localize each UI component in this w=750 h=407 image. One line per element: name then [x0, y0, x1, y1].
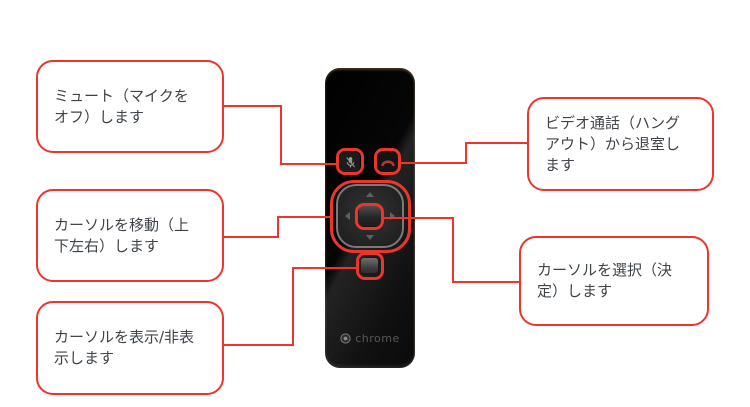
connector-toggle-v — [292, 267, 294, 346]
connector-toggle-h2 — [292, 267, 358, 269]
connector-select-h1 — [384, 217, 454, 219]
dpad-up-arrow-icon — [366, 192, 374, 197]
connector-leave-h2 — [465, 142, 528, 144]
connector-select-v — [452, 217, 454, 283]
callout-toggle-cursor: カーソルを表示/非表 示します — [36, 301, 224, 395]
phone-hangup-icon — [381, 158, 395, 167]
dpad-left-arrow-icon — [345, 212, 350, 220]
brand-label: chrome — [355, 332, 400, 345]
callout-leave-call-label: ビデオ通話（ハング アウト）から退室し ます — [545, 113, 681, 174]
brand-row: chrome — [325, 332, 415, 345]
callout-leave-call: ビデオ通話（ハング アウト）から退室し ます — [527, 97, 714, 191]
connector-mute-h2 — [280, 163, 338, 165]
microphone-mute-icon — [344, 156, 357, 169]
chrome-logo-icon — [340, 333, 351, 344]
connector-toggle-h1 — [223, 344, 294, 346]
callout-mute: ミュート（マイクを オフ）します — [36, 60, 224, 153]
highlight-dpad — [330, 180, 411, 253]
highlight-hangup-button — [374, 148, 401, 175]
highlight-cursor-toggle-button — [356, 252, 384, 280]
connector-move-h1 — [223, 236, 279, 238]
dpad-right-arrow-icon — [390, 212, 395, 220]
connector-move-v — [277, 216, 279, 238]
connector-move-h2 — [277, 216, 333, 218]
callout-mute-label: ミュート（マイクを オフ）します — [54, 86, 189, 126]
callout-select-cursor-label: カーソルを選択（決 定）します — [537, 261, 673, 300]
connector-mute-v — [280, 105, 282, 165]
highlight-mute-button — [336, 148, 364, 175]
dpad-down-arrow-icon — [366, 235, 374, 240]
callout-select-cursor: カーソルを選択（決 定）します — [519, 236, 709, 326]
connector-leave-v — [465, 142, 467, 164]
connector-leave-h1 — [401, 162, 467, 164]
cursor-toggle-button — [361, 258, 378, 273]
callout-move-cursor: カーソルを移動（上 下左右）します — [36, 189, 224, 282]
callout-toggle-cursor-label: カーソルを表示/非表 示します — [54, 328, 195, 367]
connector-select-h2 — [452, 281, 520, 283]
highlight-select-button — [355, 203, 384, 230]
callout-move-cursor-label: カーソルを移動（上 下左右）します — [54, 215, 190, 255]
connector-mute-h1 — [223, 105, 282, 107]
